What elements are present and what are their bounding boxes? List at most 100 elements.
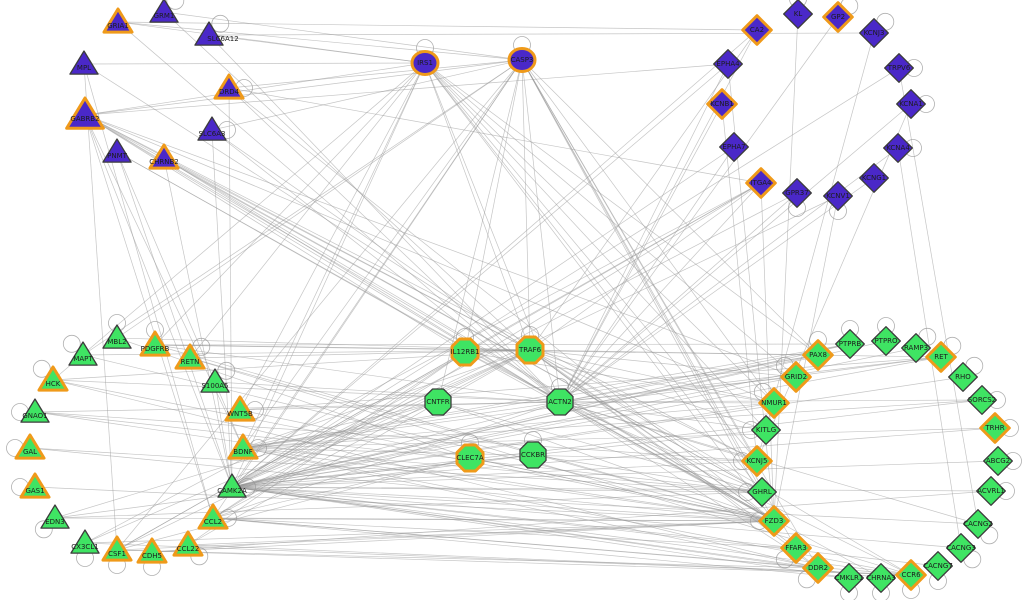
node-GNAO1[interactable] xyxy=(20,398,50,423)
edge-CCKBR-GHRL[interactable] xyxy=(532,454,763,493)
edge-TRPV6-CACNG2[interactable] xyxy=(898,67,979,525)
node-ABCG2[interactable] xyxy=(983,446,1013,476)
edge-CAMK2A-GHRL[interactable] xyxy=(231,486,763,493)
node-SLC6A3[interactable] xyxy=(197,116,227,141)
edge-TRAF6-NMUR1[interactable] xyxy=(529,349,775,404)
edge-CASP3-MBL2[interactable] xyxy=(116,59,523,339)
edge-GP2-ACTN2[interactable] xyxy=(559,16,839,403)
node-RHO[interactable] xyxy=(948,362,978,392)
node-IRS1[interactable] xyxy=(410,50,440,76)
node-RAMP3[interactable] xyxy=(901,333,931,363)
edge-ITGA4-CX3CL1[interactable] xyxy=(84,182,762,544)
edge-ACTN2-S100A5[interactable] xyxy=(214,381,561,403)
node-CDH5[interactable] xyxy=(136,537,168,564)
edge-MAPT-FZD3[interactable] xyxy=(82,354,775,522)
edge-CCL22-FZD3[interactable] xyxy=(187,520,775,546)
edge-IRS1-RETN[interactable] xyxy=(189,62,426,359)
edge-CASP3-IL12RB1[interactable] xyxy=(464,59,523,353)
edge-ITGA4-CAMK2A[interactable] xyxy=(231,182,762,488)
edge-SLC6A12-KCNJ3[interactable] xyxy=(208,32,875,36)
edge-CNTFR-CAMK2A[interactable] xyxy=(231,401,439,488)
edge-RETN-FZD3[interactable] xyxy=(189,357,775,522)
edge-CAMK2A-ABCG2[interactable] xyxy=(231,460,999,488)
edge-IRS1-TRAF6[interactable] xyxy=(424,62,531,351)
node-ACVRL1[interactable] xyxy=(976,476,1006,506)
edge-GNAO1-GHRL[interactable] xyxy=(34,411,763,493)
node-PTPRO[interactable] xyxy=(871,326,901,356)
edge-CDH5-FZD3[interactable] xyxy=(151,520,775,553)
node-PDGFRB[interactable] xyxy=(139,330,171,357)
edge-CDH5-ACVRL1[interactable] xyxy=(151,490,992,553)
edge-IL12RB1-CCL2[interactable] xyxy=(212,351,466,519)
edge-TRAF6-CAMK2A[interactable] xyxy=(231,349,531,488)
edge-IRS1-PAX8[interactable] xyxy=(424,62,819,356)
edge-GABRB2-CAMK2A[interactable] xyxy=(84,114,233,488)
node-WNT5B[interactable] xyxy=(224,395,256,422)
edge-TRAF6-FZD3[interactable] xyxy=(529,349,775,522)
node-KCNG1[interactable] xyxy=(859,163,889,193)
selfloop-SLC6A12[interactable] xyxy=(211,14,230,33)
edge-CHRNB2-TRAF6[interactable] xyxy=(163,157,531,351)
node-MBL2[interactable] xyxy=(102,324,132,349)
edge-CSF1-CCR6[interactable] xyxy=(116,549,912,576)
edge-BDNF-KCNJ5[interactable] xyxy=(242,447,758,462)
edge-KCNG1-ACTN2[interactable] xyxy=(559,177,875,403)
edge-GABRB2-GRID2[interactable] xyxy=(84,114,797,378)
edge-CASP3-DDR2[interactable] xyxy=(521,59,819,569)
edge-IL12RB1-FZD3[interactable] xyxy=(464,351,775,522)
edge-GPR37-CAMK2A[interactable] xyxy=(231,192,798,488)
edge-BDNF-NMUR1[interactable] xyxy=(242,402,775,449)
edge-GRIA1-CA2[interactable] xyxy=(117,21,758,31)
node-BDNF[interactable] xyxy=(227,433,259,460)
edge-CAMK2A-SORCS2[interactable] xyxy=(231,399,983,488)
edge-BDNF-TRHR[interactable] xyxy=(242,427,996,449)
edge-S100A5-CAMK2A[interactable] xyxy=(214,381,233,488)
edge-CA2-ACTN2[interactable] xyxy=(559,29,758,403)
node-GRM1[interactable] xyxy=(149,0,179,23)
edge-CAMK2A-FZD3[interactable] xyxy=(231,486,775,522)
edge-GNAO1-KCNJ5[interactable] xyxy=(34,411,758,462)
edge-IL12RB1-NMUR1[interactable] xyxy=(464,351,775,404)
edge-IRS1-HCK[interactable] xyxy=(52,62,426,381)
node-GAS1[interactable] xyxy=(19,472,51,499)
edge-CAMK2A-GRID2[interactable] xyxy=(231,376,797,488)
edge-CASP3-FZD3[interactable] xyxy=(521,59,775,522)
edge-IRS1-GHRL[interactable] xyxy=(424,62,763,493)
edge-EDN3-FZD3[interactable] xyxy=(54,517,775,522)
edge-CAMK2A-CACNG2[interactable] xyxy=(231,486,979,525)
node-EPHA7[interactable] xyxy=(719,132,749,162)
node-ACTN2[interactable] xyxy=(546,388,574,416)
edge-SLC6A12-IRS1[interactable] xyxy=(208,34,426,64)
edge-KCNB1-ACTN2[interactable] xyxy=(559,103,723,403)
node-PAX8[interactable] xyxy=(802,339,834,371)
edge-GRM1-CASP3[interactable] xyxy=(163,11,523,61)
node-CNTFR[interactable] xyxy=(424,388,452,416)
edge-EPHA4-CAMK2A[interactable] xyxy=(231,63,729,488)
edge-CAMK2A-RHO[interactable] xyxy=(231,376,964,488)
edge-SLC6A12-ACTN2[interactable] xyxy=(208,34,561,403)
edge-ITGA4-FZD3[interactable] xyxy=(760,182,775,522)
node-IL12RB1[interactable] xyxy=(450,337,480,367)
node-CAMK2A[interactable] xyxy=(217,473,247,498)
edge-ITGA4-TRAF6[interactable] xyxy=(529,182,762,351)
node-KCNA1[interactable] xyxy=(896,89,926,119)
edge-PNMT-CAMK2A[interactable] xyxy=(116,151,233,488)
edge-WNT5B-RET[interactable] xyxy=(239,356,942,411)
edge-TRPV6-CAMK2A[interactable] xyxy=(231,67,900,488)
node-MPL[interactable] xyxy=(69,50,99,75)
edge-CASP3-GHRL[interactable] xyxy=(521,59,763,493)
edge-CA2-TRAF6[interactable] xyxy=(529,29,758,351)
node-DRD4[interactable] xyxy=(213,73,245,100)
node-GRID2[interactable] xyxy=(780,361,812,393)
edge-BDNF-SORCS2[interactable] xyxy=(242,399,983,449)
node-SLC6A12[interactable] xyxy=(194,21,224,46)
edge-DRD4-CASP3[interactable] xyxy=(228,59,523,89)
node-PNMT[interactable] xyxy=(102,138,132,163)
edge-KL-FZD3[interactable] xyxy=(773,13,799,522)
edge-CASP3-PAX8[interactable] xyxy=(521,59,819,356)
edge-ITGA4-ACTN2[interactable] xyxy=(559,182,762,403)
node-KL[interactable] xyxy=(783,0,813,29)
edge-ACTN2-HCK[interactable] xyxy=(52,379,561,403)
edge-BDNF-PTPRB[interactable] xyxy=(242,343,851,449)
node-CACNG7[interactable] xyxy=(923,551,953,581)
